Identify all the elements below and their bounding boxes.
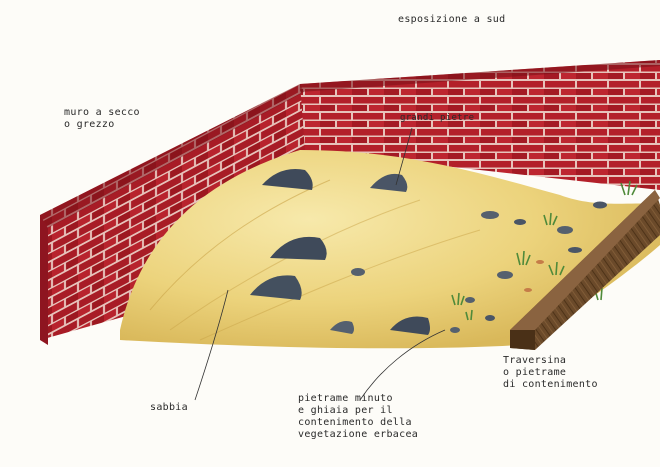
wall-label: muro a secco o grezzo bbox=[64, 107, 140, 131]
sand-label: sabbia bbox=[150, 402, 188, 414]
exposure-label: esposizione a sud bbox=[398, 14, 505, 26]
large-stones-label: grandi pietre bbox=[400, 112, 474, 124]
crosstie-label: Traversina o pietrame di contenimento bbox=[503, 355, 598, 391]
gravel-label: pietrame minuto e ghiaia per il contenim… bbox=[298, 393, 418, 441]
